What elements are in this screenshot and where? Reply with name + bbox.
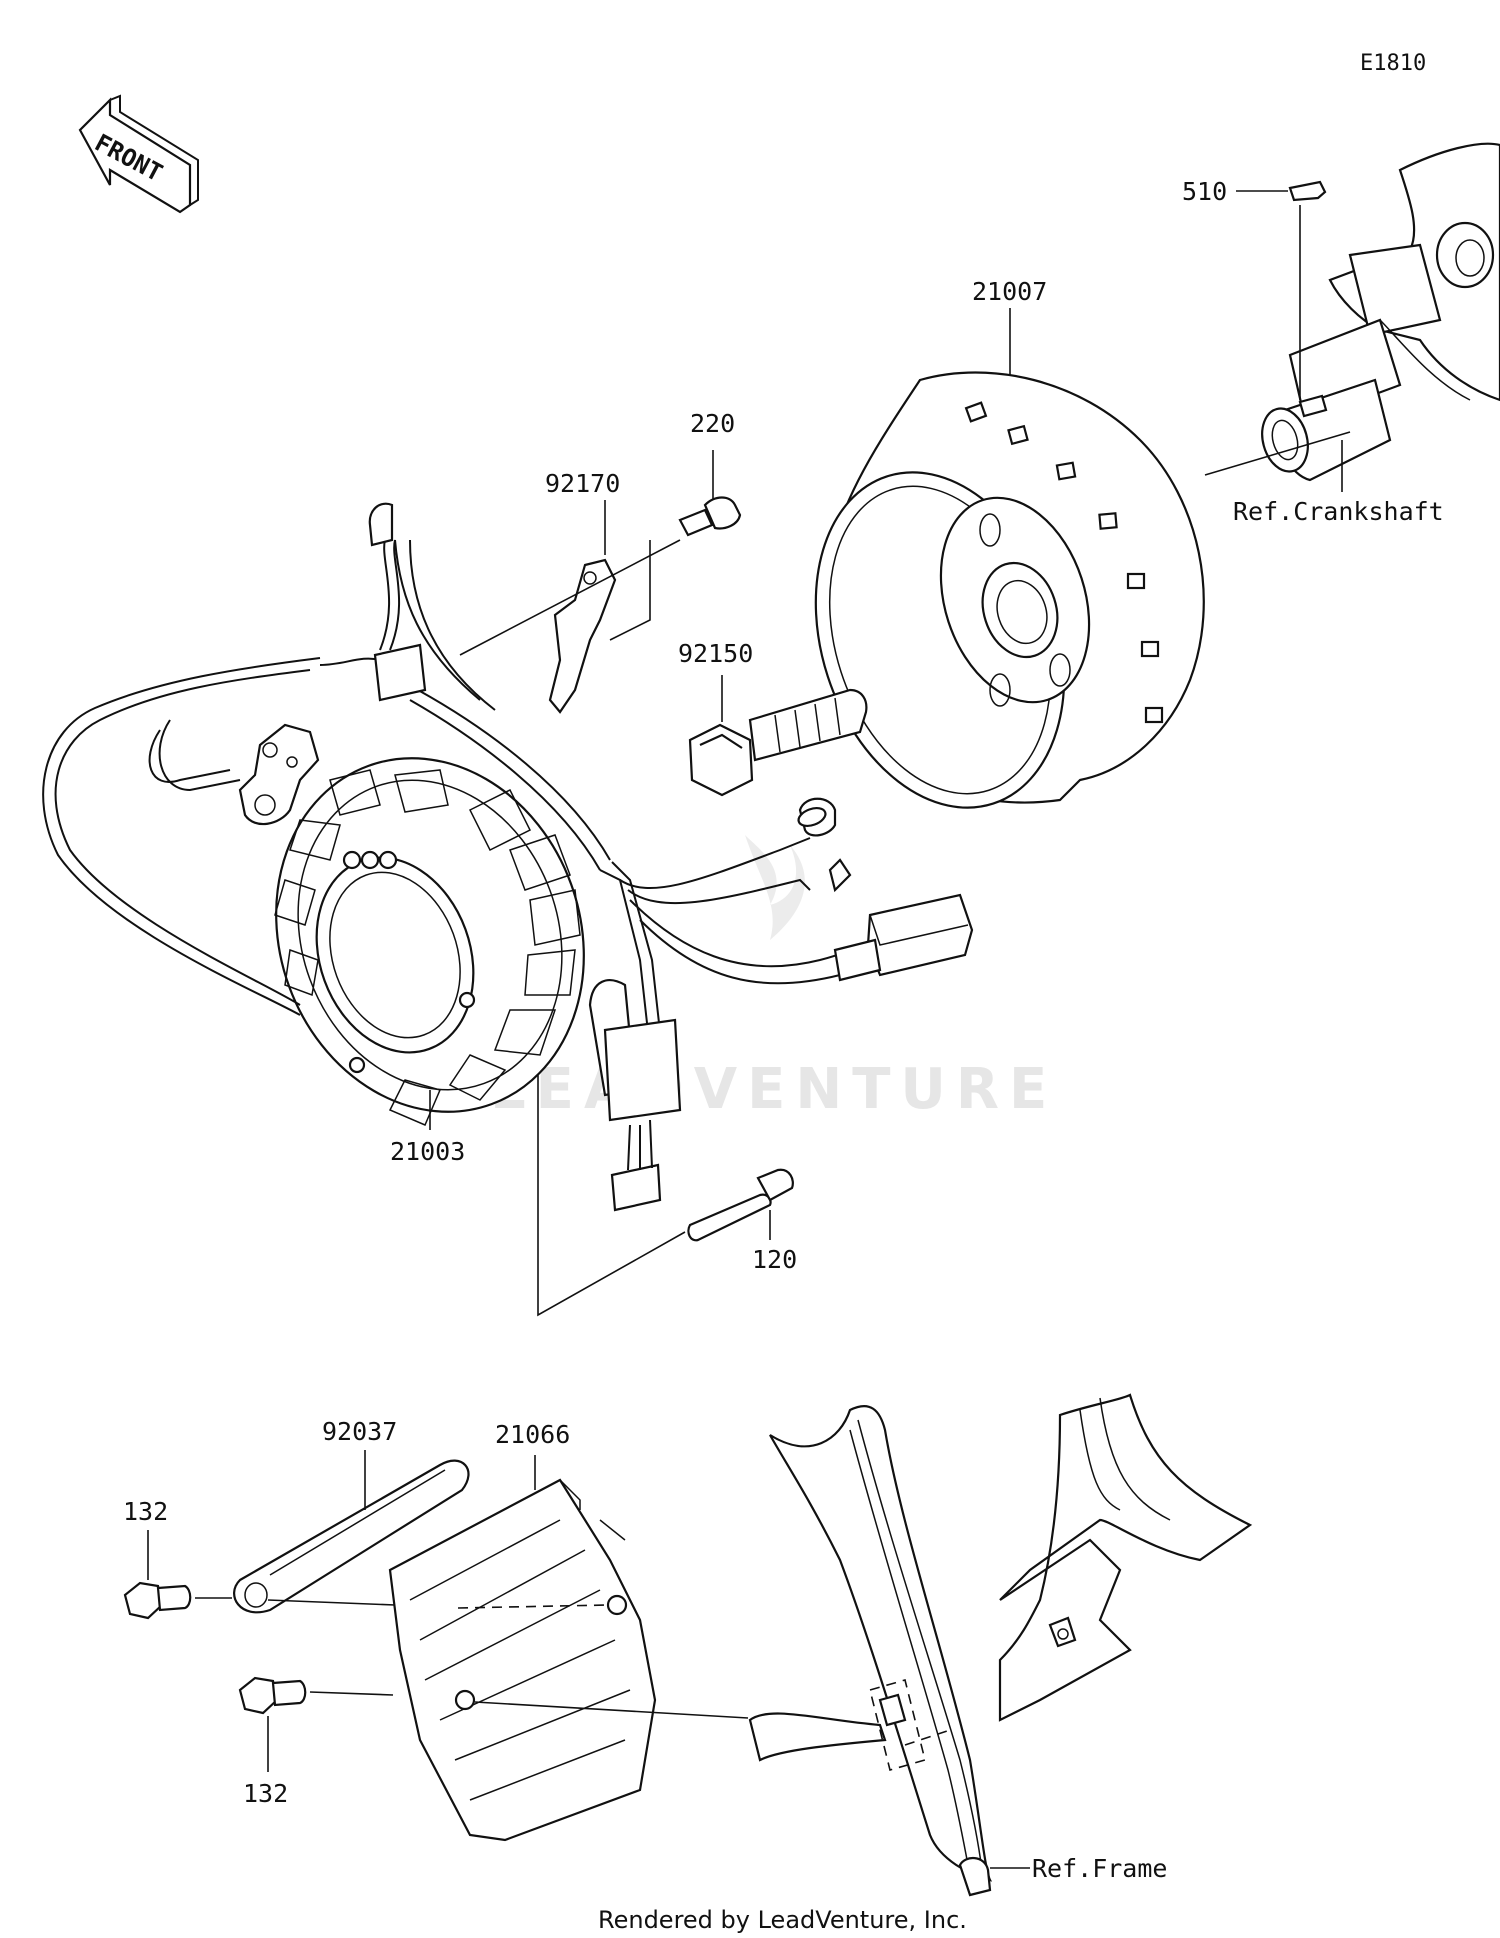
callout-510: 510 (1182, 177, 1227, 206)
stator-wiring (42, 539, 896, 1051)
callout-21007: 21007 (972, 277, 1047, 306)
leader-flywheel-crank (1204, 431, 1351, 476)
woodruff-key-510 (1288, 180, 1327, 202)
screw-120 (687, 1168, 794, 1242)
stator-21003 (274, 757, 585, 1126)
flywheel-21007 (814, 371, 1205, 809)
front-direction-arrow: FRONT (78, 94, 199, 214)
callout-92150: 92150 (678, 639, 753, 668)
ref-frame: Ref.Frame (1032, 1854, 1167, 1883)
frame-ref-drawing (748, 1393, 1253, 1897)
callout-21003: 21003 (390, 1137, 465, 1166)
ref-crankshaft: Ref.Crankshaft (1233, 497, 1444, 526)
collar-92037 (233, 1459, 470, 1614)
dash-reg-hole (457, 1604, 609, 1609)
watermark: LEADVENTURE (490, 835, 1057, 1122)
callout-92170: 92170 (545, 469, 620, 498)
callout-132-bottom: 132 (243, 1779, 288, 1808)
footer-credit: Rendered by LeadVenture, Inc. (598, 1906, 967, 1934)
callout-21066: 21066 (495, 1420, 570, 1449)
watermark-text: LEADVENTURE (490, 1057, 1057, 1122)
leader-reg-frame (474, 1701, 749, 1719)
bolt-132-top (123, 1581, 192, 1620)
bracket-92170 (548, 558, 617, 714)
leader-stator-screw (537, 1075, 686, 1317)
crankshaft-ref-drawing (1261, 142, 1500, 482)
bolt-92150 (688, 688, 868, 797)
stator-connectors (368, 502, 974, 1212)
regulator-21066 (388, 1478, 657, 1842)
callout-220: 220 (690, 409, 735, 438)
callout-120: 120 (752, 1245, 797, 1274)
bolt-132-bottom (238, 1676, 307, 1715)
bolt-220 (678, 496, 742, 537)
callout-132-top: 132 (123, 1497, 168, 1526)
leader-220-bolt (459, 539, 681, 656)
callout-92037: 92037 (322, 1417, 397, 1446)
leader-collar-regulator (267, 1599, 396, 1606)
diagram-id: E1810 (1360, 51, 1426, 76)
pickup-coil (238, 723, 320, 826)
leader-92170-bracket (609, 540, 651, 641)
leader-132-bottom-reg (309, 1691, 394, 1696)
